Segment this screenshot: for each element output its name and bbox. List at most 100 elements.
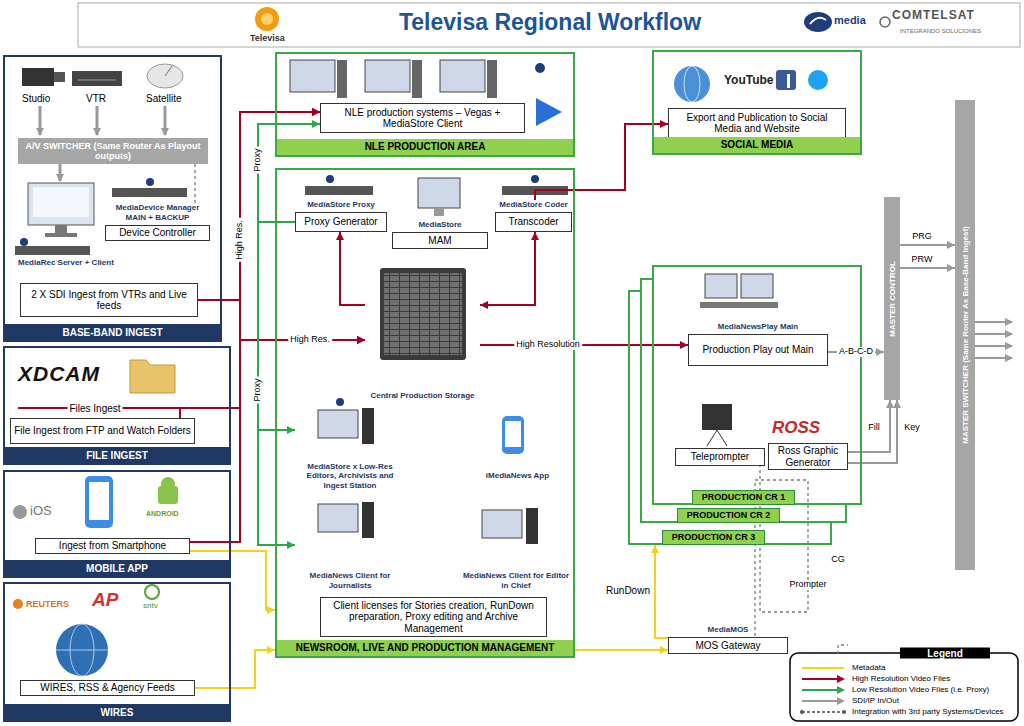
workstation-caption: MediaNews Client for Editor in Chief — [460, 571, 572, 590]
legend-line — [802, 711, 844, 713]
connector — [180, 340, 365, 418]
panel-title: WIRES — [3, 704, 231, 722]
box-label: MOS Gateway — [668, 637, 788, 654]
edge-label: RunDown — [604, 585, 652, 596]
edge-label: High Resolution — [514, 340, 582, 350]
connector — [195, 650, 275, 688]
arrowhead — [312, 108, 320, 116]
workstation: MediaStore x Low-Res Editors, Archivists… — [295, 405, 405, 490]
arrowhead — [312, 108, 320, 116]
edge-label: Prompter — [787, 580, 828, 590]
box-label: Ross Graphic Generator — [772, 445, 844, 468]
text-label: AP — [92, 590, 118, 611]
system-box: MediaStore CoderTranscoder — [495, 200, 572, 232]
panel-title: PRODUCTION CR 3 — [662, 530, 765, 545]
arrowhead — [660, 646, 668, 654]
connector — [848, 400, 890, 452]
legend-text: Metadata — [852, 663, 885, 672]
text-label: Files Ingest — [67, 403, 122, 414]
legend-sample — [800, 697, 846, 705]
workstation: Central Production Storage — [365, 265, 480, 400]
system-box: MediaMOSMOS Gateway — [668, 625, 788, 654]
connector — [900, 267, 955, 269]
text-label: media — [834, 14, 866, 26]
legend-row: High Resolution Video Files — [800, 674, 950, 683]
text-label: Studio — [22, 93, 50, 104]
process-box: File Ingest from FTP and Watch Folders — [10, 418, 195, 444]
arrowhead — [287, 541, 295, 549]
edge-label: A-B-C-D — [837, 347, 875, 357]
legend-arrowhead — [837, 686, 845, 694]
edge-label: High Res. — [288, 335, 332, 345]
process-box: NLE production systems – Vegas + MediaSt… — [320, 103, 525, 133]
box-label: Production Play out Main — [688, 334, 828, 366]
legend-text: High Resolution Video Files — [852, 674, 950, 683]
process-box: Export and Publication to Social Media a… — [668, 108, 846, 138]
text-label: XDCAM — [18, 362, 100, 385]
arrowhead — [531, 232, 539, 240]
arrowhead — [876, 348, 884, 356]
arrowhead — [312, 108, 320, 116]
arrowhead — [357, 336, 365, 344]
workstation: MediaNews Client for Editor in Chief — [460, 500, 572, 590]
text-label: High Res. — [235, 218, 245, 262]
arrowhead — [893, 400, 901, 408]
connector — [900, 244, 955, 246]
text-label: COMTELSAT — [892, 9, 975, 22]
process-box: WIRES, RSS & Agency Feeds — [20, 680, 195, 696]
system-box: MediaStoreMAM — [392, 220, 488, 249]
arrowhead — [312, 120, 320, 128]
connector — [258, 222, 295, 545]
text-label: VTR — [86, 93, 106, 104]
connector — [480, 232, 535, 305]
edge-label: PRG — [910, 232, 934, 242]
area-panel: NLE PRODUCTION AREA NLE production system… — [275, 52, 575, 157]
legend-line — [802, 667, 844, 669]
ingest-panel: MOBILE APP Ingest from Smartphone — [3, 470, 231, 578]
arrowhead — [651, 545, 659, 553]
arrowhead — [886, 400, 894, 408]
legend-line — [802, 700, 838, 702]
legend-line — [802, 689, 838, 691]
legend-arrowhead — [837, 675, 845, 683]
panel-title: MOBILE APP — [3, 560, 231, 578]
box-label: Export and Publication to Social Media a… — [672, 112, 842, 135]
control-bar: MASTER SWITCHER (Same Router As Base-Ban… — [955, 100, 975, 570]
connector — [575, 649, 668, 651]
box-label: 2 X SDI Ingest from VTRs and Live feeds — [24, 289, 194, 312]
control-room: PRODUCTION CR 1MediaNewsPlay MainProduct… — [652, 265, 862, 505]
text-label: iOS — [30, 504, 52, 518]
text-label: Televisa — [250, 34, 285, 44]
control-bar: MASTER CONTROL — [884, 197, 900, 400]
system-box: MediaDevice Manager MAIN + BACKUPDevice … — [105, 203, 210, 241]
legend-dot — [800, 710, 804, 714]
edge-label: Key — [902, 423, 922, 433]
legend-sample — [800, 686, 846, 694]
box-label: MAM — [392, 232, 488, 249]
legend-row: Metadata — [800, 663, 885, 672]
box-label: File Ingest from FTP and Watch Folders — [14, 425, 191, 437]
legend-sample — [800, 708, 846, 716]
panel-title: BASE-BAND INGEST — [3, 324, 222, 342]
box-label: Ingest from Smartphone — [59, 540, 166, 552]
legend-text: Integration with 3rd party Systems/Devic… — [852, 707, 1004, 716]
text-label: YouTube — [724, 74, 774, 87]
panel-title: PRODUCTION CR 2 — [677, 508, 780, 523]
legend-sample — [800, 675, 846, 683]
system-box: MediaStore ProxyProxy Generator — [295, 200, 387, 232]
arrowhead — [336, 232, 344, 240]
legend-sample — [800, 664, 846, 672]
process-box: 2 X SDI Ingest from VTRs and Live feeds — [20, 283, 198, 317]
workstation-caption: Central Production Storage — [370, 391, 474, 401]
box-label: Device Controller — [105, 225, 210, 241]
legend-row: Integration with 3rd party Systems/Devic… — [800, 707, 1004, 716]
arrowhead — [267, 606, 275, 614]
arrowhead — [680, 341, 688, 349]
legend-line — [802, 678, 838, 680]
connector — [340, 232, 365, 305]
edge-label: Fill — [866, 423, 882, 433]
box-label: NLE production systems – Vegas + MediaSt… — [324, 107, 521, 130]
switcher-box: A/V SWITCHER (Same Router As Playout out… — [18, 138, 208, 164]
process-box: Ross Graphic Generator — [768, 443, 848, 470]
panel-title: NLE PRODUCTION AREA — [277, 139, 573, 155]
